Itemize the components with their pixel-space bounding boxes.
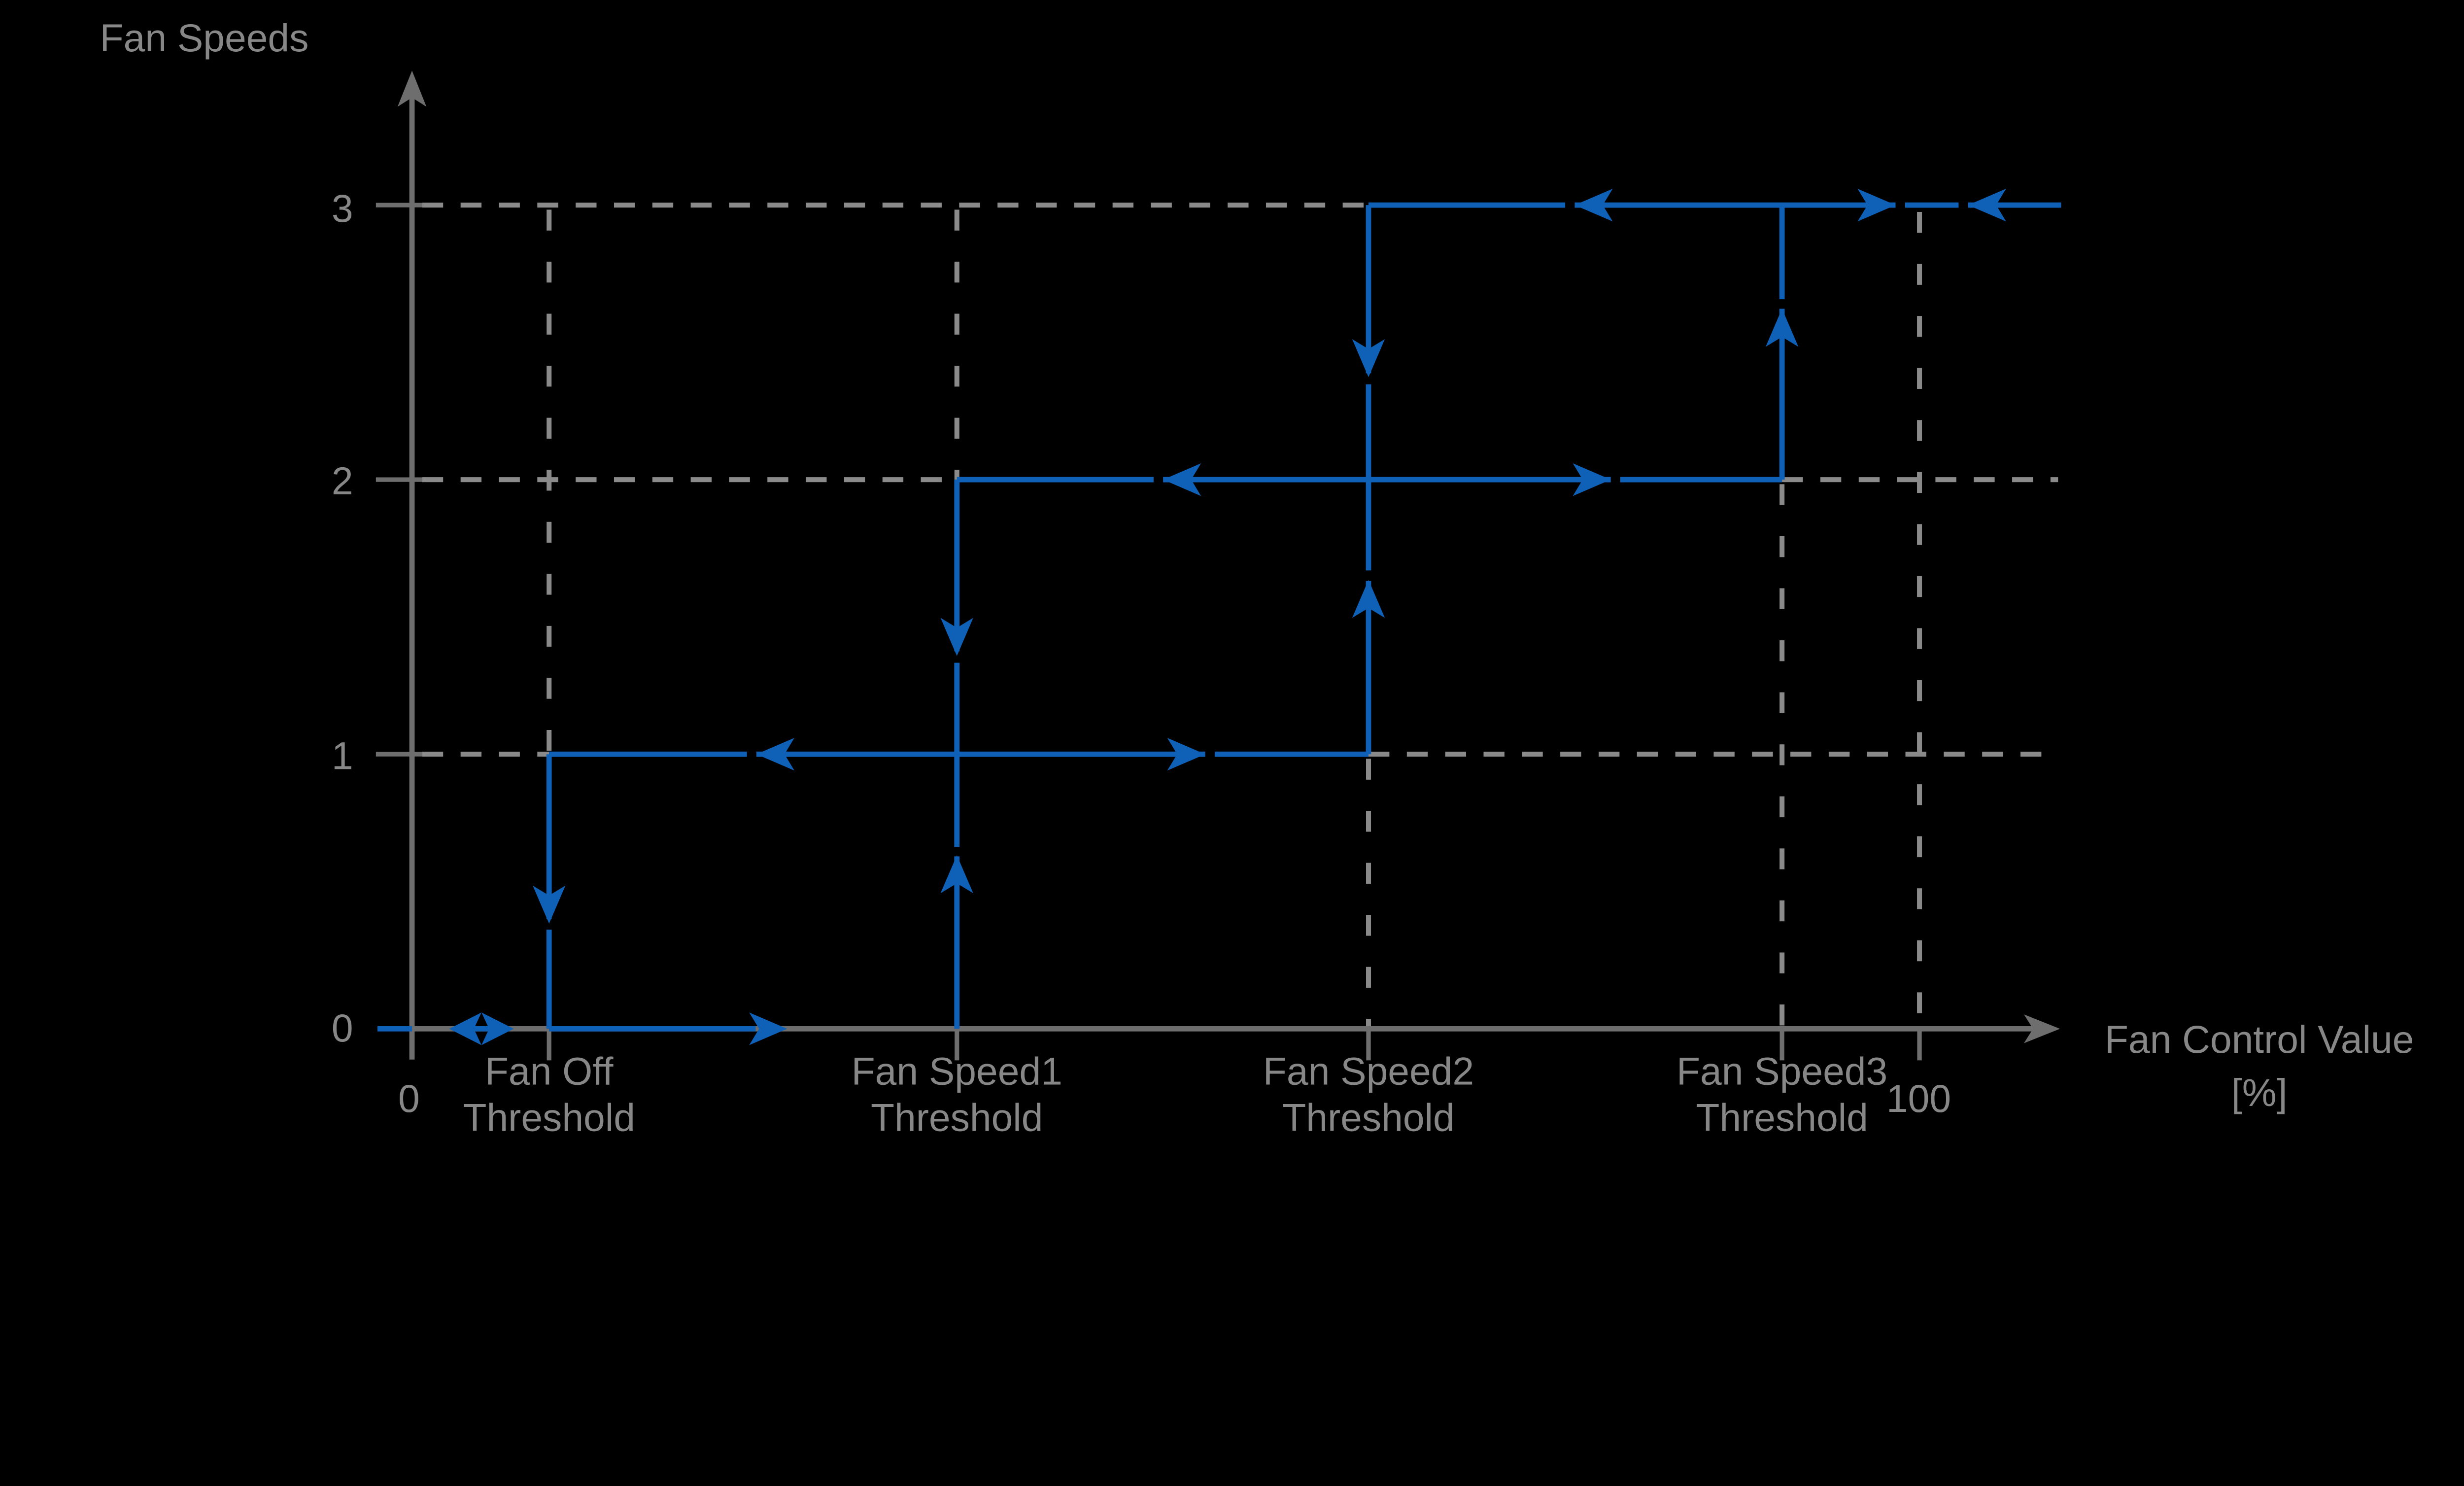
fan-speed3-rising-arrow [1765, 309, 1799, 347]
fan-speed1-falling-arrow [940, 618, 973, 656]
level3-falling-arrow [1574, 188, 1613, 222]
level0-double-arrow-right-head [481, 1012, 514, 1045]
y-tick-label-3: 3 [332, 187, 353, 230]
fan-off-falling-arrow [533, 885, 566, 924]
x-label-fan-speed3-2: Threshold [1696, 1096, 1868, 1140]
x-axis-arrowhead [2023, 1014, 2060, 1043]
y-axis-arrowhead [397, 70, 427, 107]
level2-falling-arrow [1163, 463, 1201, 496]
x-tick-label-100: 100 [1886, 1077, 1951, 1120]
level0-rising-arrow [749, 1012, 787, 1045]
chart-background [0, 0, 2464, 1145]
x-tick-label-0: 0 [398, 1077, 420, 1120]
level0-double-arrow-left-head [449, 1012, 482, 1045]
x-axis-title-line2: [%] [2231, 1071, 2288, 1114]
level2-rising-arrow [1573, 463, 1611, 496]
x-axis-title-line1: Fan Control Value [2105, 1018, 2414, 1061]
level1-rising-arrow [1167, 738, 1205, 771]
x-label-fan-speed1-1: Fan Speed1 [852, 1050, 1062, 1093]
fan-speed2-falling-arrow [1352, 339, 1385, 378]
x-label-fan-off-1: Fan Off [485, 1050, 614, 1093]
x-label-fan-speed3-1: Fan Speed3 [1677, 1050, 1887, 1093]
y-tick-label-0: 0 [332, 1006, 353, 1050]
x-label-fan-speed2-2: Threshold [1282, 1096, 1454, 1140]
x-label-fan-speed2-1: Fan Speed2 [1263, 1050, 1474, 1093]
fan-speed1-rising-arrow [940, 855, 973, 894]
y-tick-label-1: 1 [332, 734, 353, 777]
fan-speed2-rising-arrow [1352, 580, 1385, 618]
x-label-fan-speed1-2: Threshold [871, 1096, 1043, 1140]
level3-rising-arrow [1857, 188, 1896, 222]
y-axis-title: Fan Speeds [100, 16, 309, 60]
level1-falling-arrow [756, 738, 794, 771]
y-tick-label-2: 2 [332, 459, 353, 503]
level3-end-falling-arrow [1968, 188, 2006, 222]
x-label-fan-off-2: Threshold [463, 1096, 635, 1140]
